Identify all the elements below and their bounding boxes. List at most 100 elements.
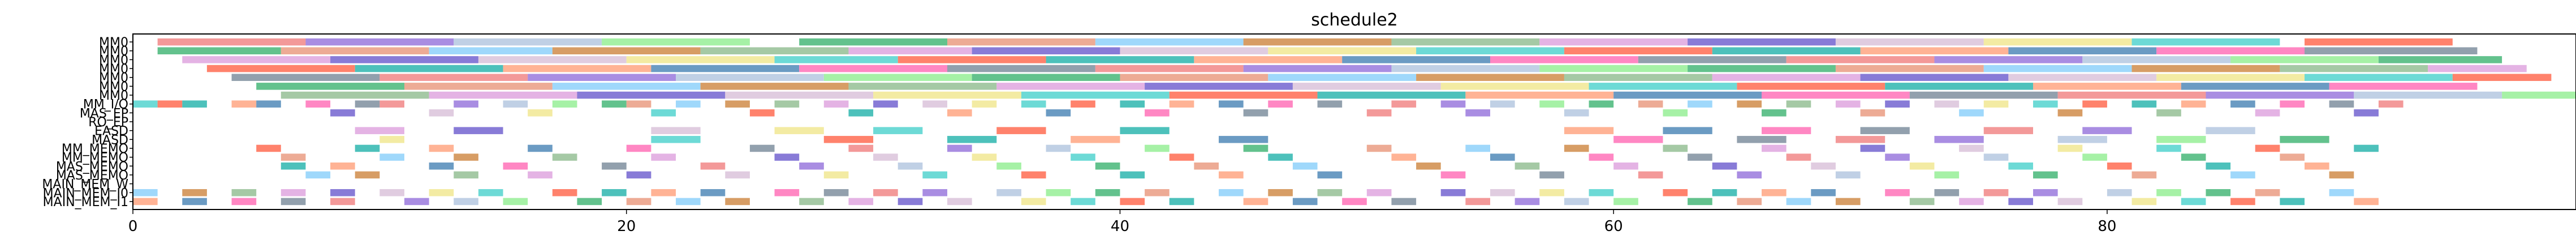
gantt-bar <box>1243 65 1392 72</box>
gantt-bar <box>725 91 874 99</box>
gantt-bar <box>2033 100 2058 108</box>
gantt-bar <box>749 109 775 117</box>
x-tick-label: 20 <box>617 218 636 235</box>
row-label: MM0 <box>99 71 128 85</box>
gantt-bar <box>2008 198 2033 206</box>
gantt-bar <box>774 127 824 134</box>
gantt-bar <box>552 100 577 108</box>
gantt-bar <box>454 198 478 206</box>
gantt-bar <box>1317 100 1343 108</box>
gantt-bar <box>1145 109 1170 117</box>
gantt-bar <box>2354 109 2379 117</box>
gantt-bar <box>404 198 429 206</box>
gantt-bar <box>725 198 750 206</box>
gantt-bar <box>1120 198 1145 206</box>
row-label: MM0 <box>99 53 128 67</box>
gantt-bar <box>1663 189 1688 196</box>
gantt-bar <box>1737 100 1762 108</box>
gantt-bar <box>2354 91 2502 99</box>
gantt-bar <box>774 153 800 161</box>
gantt-bar <box>157 100 183 108</box>
gantt-bar <box>454 153 478 161</box>
gantt-bar <box>897 198 923 206</box>
gantt-bar <box>577 198 602 206</box>
gantt-bar <box>725 171 750 179</box>
gantt-bar <box>848 109 874 117</box>
gantt-bar <box>1490 153 1515 161</box>
gantt-bar <box>379 74 528 81</box>
gantt-bar <box>676 100 701 108</box>
gantt-bar <box>2280 198 2305 206</box>
gantt-bar <box>2206 189 2231 196</box>
gantt-bar <box>947 198 972 206</box>
gantt-bar <box>1539 171 1564 179</box>
gantt-bar <box>1712 163 1737 170</box>
gantt-bar <box>1120 47 1268 55</box>
gantt-bar <box>1762 91 1910 99</box>
gantt-bar <box>1564 198 1589 206</box>
gantt-bar <box>454 38 602 46</box>
gantt-bar <box>1860 109 1885 117</box>
gantt-bar <box>626 100 651 108</box>
gantt-bar <box>700 189 726 196</box>
gantt-bar <box>1909 163 1935 170</box>
gantt-bar <box>1317 91 1466 99</box>
gantt-bar <box>1021 171 1046 179</box>
gantt-bar <box>256 144 281 152</box>
gantt-bar <box>922 171 947 179</box>
gantt-bar <box>897 163 923 170</box>
gantt-bar <box>1786 153 1811 161</box>
gantt-bar <box>1712 74 1861 81</box>
gantt-bar <box>1416 163 1441 170</box>
gantt-bar <box>676 198 701 206</box>
gantt-bar <box>848 83 997 90</box>
gantt-bar <box>2230 198 2255 206</box>
gantt-bar <box>1490 189 1515 196</box>
gantt-bar <box>848 144 874 152</box>
gantt-bar <box>1391 153 1417 161</box>
gantt-bar <box>1095 163 1120 170</box>
gantt-bar <box>1120 171 1145 179</box>
gantt-bar <box>2305 163 2329 170</box>
gantt-bar <box>651 153 676 161</box>
gantt-bar <box>1663 109 1688 117</box>
gantt-bar <box>2305 38 2453 46</box>
gantt-bar <box>2107 163 2132 170</box>
gantt-bar <box>330 56 478 63</box>
gantt-bar <box>1169 153 1194 161</box>
gantt-bar <box>1095 65 1244 72</box>
gantt-bar <box>454 171 478 179</box>
gantt-bar <box>1835 198 1861 206</box>
gantt-bar <box>700 163 726 170</box>
gantt-bar <box>2008 74 2157 81</box>
gantt-bar <box>2428 65 2527 72</box>
gantt-bar <box>182 189 207 196</box>
gantt-bar <box>2305 74 2453 81</box>
gantt-bar <box>379 100 404 108</box>
gantt-bar <box>1737 136 1787 143</box>
gantt-bar <box>2378 56 2502 63</box>
gantt-bar <box>602 100 627 108</box>
gantt-bar <box>725 100 750 108</box>
gantt-bar <box>1688 65 1836 72</box>
gantt-bar <box>1959 198 1984 206</box>
x-tick-label: 0 <box>128 218 138 235</box>
gantt-bar <box>774 189 800 196</box>
gantt-bar <box>602 38 750 46</box>
gantt-bar <box>379 136 404 143</box>
gantt-bar <box>1490 56 1638 63</box>
gantt-bar <box>1095 189 1120 196</box>
gantt-bar <box>1071 198 1095 206</box>
row-label: RO_EP <box>88 116 128 130</box>
gantt-bar <box>1219 100 1244 108</box>
row-label: MM0 <box>99 62 128 76</box>
gantt-bar <box>1835 171 1861 179</box>
gantt-bar <box>700 83 849 90</box>
gantt-bar <box>996 163 1021 170</box>
gantt-bar <box>1145 144 1170 152</box>
gantt-bar <box>1539 38 1688 46</box>
gantt-bar <box>1465 144 1490 152</box>
gantt-bar <box>873 189 898 196</box>
gantt-bar <box>1860 144 1885 152</box>
